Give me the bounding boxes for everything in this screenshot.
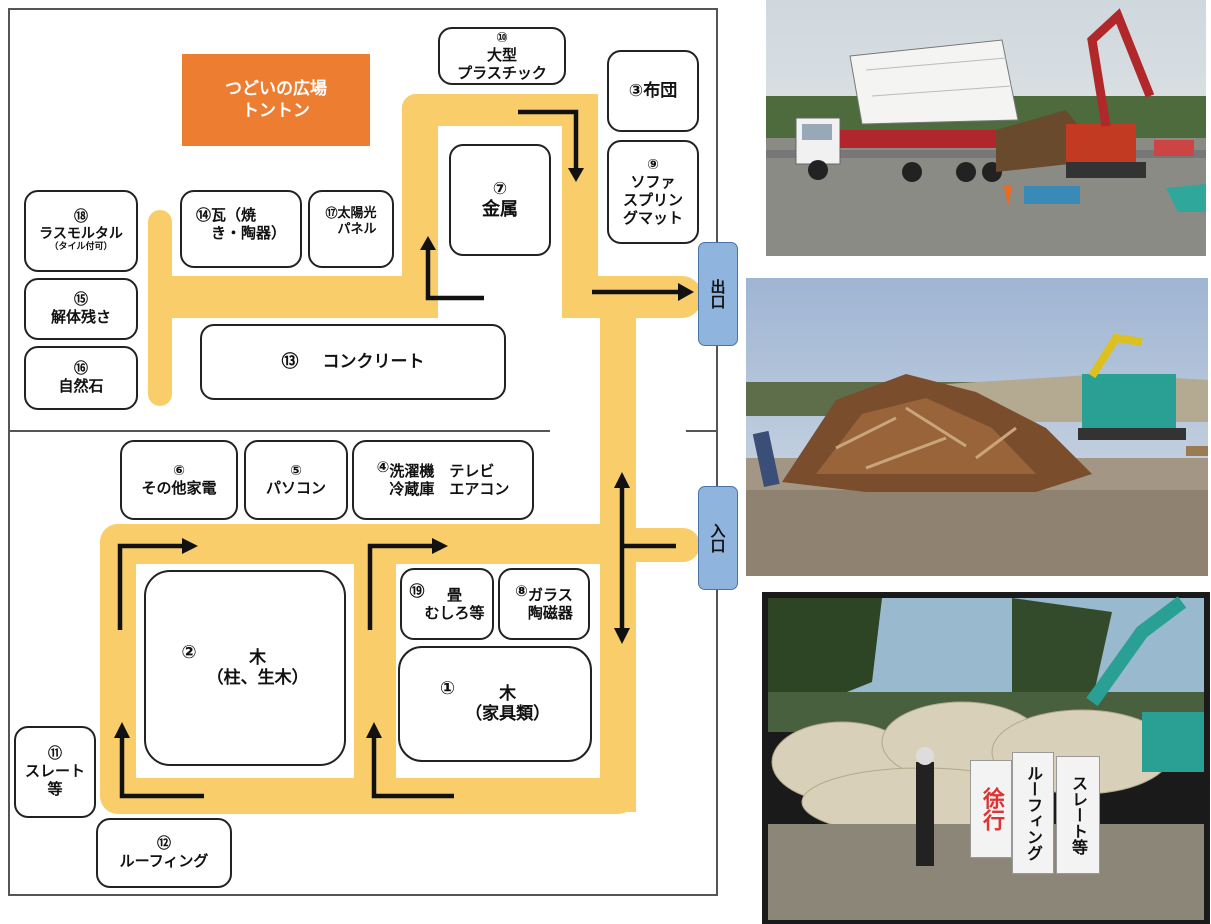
section-divider-right <box>686 430 718 432</box>
area-number: ① <box>439 678 456 699</box>
area-number: ⑦ <box>492 179 508 199</box>
area-number: ⑬ <box>281 351 299 372</box>
area-label: 瓦（焼 き・陶器） <box>211 206 287 242</box>
area-label: 木 （家具類） <box>465 683 551 724</box>
area-futon: ③ 布団 <box>607 50 699 132</box>
area-number: ⑲ <box>409 582 425 600</box>
plaza-name: つどいの広場 <box>225 78 327 99</box>
area-label: 金属 <box>482 199 518 221</box>
area-number: ⑯ <box>74 360 88 377</box>
sign-roofing-text: ルーフィング <box>1024 765 1043 861</box>
entrance-gate: 入口 <box>698 486 738 590</box>
exit-gate: 出口 <box>698 242 738 346</box>
sign-slow-text: 徐行 <box>979 787 1004 831</box>
area-solar-panel: ⑰ 太陽光 パネル <box>308 190 394 268</box>
area-home-appliances: ④ 洗濯機 テレビ 冷蔵庫 エアコン <box>352 440 534 520</box>
area-wood-furniture: ① 木 （家具類） <box>398 646 592 762</box>
area-number: ④ <box>376 458 390 476</box>
road-loop-left <box>402 94 438 318</box>
area-sofa-spring-mattress: ⑨ ソファ スプリン グマット <box>607 140 699 244</box>
area-label: パソコン <box>265 479 326 498</box>
area-label: ルーフィング <box>119 852 209 871</box>
road-lower-middle <box>354 524 396 812</box>
area-label: 洗濯機 テレビ 冷蔵庫 エアコン <box>389 462 510 498</box>
area-label: 太陽光 パネル <box>337 206 377 237</box>
area-label: コンクリート <box>322 351 425 372</box>
area-demolition-residue: ⑮ 解体残さ <box>24 278 138 340</box>
area-note: （タイル付可） <box>49 242 113 253</box>
area-other-appliances: ⑥ その他家電 <box>120 440 238 520</box>
area-number: ⑱ <box>74 208 88 225</box>
area-label: 布団 <box>643 80 678 101</box>
area-natural-stone: ⑯ 自然石 <box>24 346 138 410</box>
area-metal: ⑦ 金属 <box>449 144 551 256</box>
area-label: 解体残さ <box>50 308 111 327</box>
area-label: スレート 等 <box>24 762 85 799</box>
area-glass-ceramics: ⑧ ガラス 陶磁器 <box>498 568 590 640</box>
area-lath-mortar: ⑱ ラスモルタル （タイル付可） <box>24 190 138 272</box>
area-number: ⑨ <box>647 156 659 173</box>
photo-slate-roofing-area: 徐行 ルーフィング スレート等 <box>762 592 1210 924</box>
photo-dump-truck <box>766 0 1206 256</box>
entrance-label: 入口 <box>708 523 727 553</box>
sign-slate-text: スレート等 <box>1069 775 1088 855</box>
area-number: ⑧ <box>515 582 528 600</box>
area-personal-computer: ⑤ パソコン <box>244 440 348 520</box>
area-roofing: ⑫ ルーフィング <box>96 818 232 888</box>
area-number: ⑥ <box>173 462 185 479</box>
area-label: 大型 プラスチック <box>457 46 547 83</box>
plaza-block: つどいの広場 トントン <box>182 54 370 146</box>
area-number: ⑭ <box>195 206 211 224</box>
exit-label: 出口 <box>708 279 727 309</box>
area-roof-tiles: ⑭ 瓦（焼 き・陶器） <box>180 190 302 268</box>
area-number: ⑩ <box>496 29 508 46</box>
photo-wood-debris-pile <box>746 278 1208 576</box>
area-label: 木 （柱、生木） <box>206 647 309 688</box>
road-upper-west <box>148 276 408 318</box>
area-slate: ⑪ スレート 等 <box>14 726 96 818</box>
area-wood-pillars: ② 木 （柱、生木） <box>144 570 346 766</box>
area-large-plastic: ⑩ 大型 プラスチック <box>438 27 566 85</box>
area-number: ⑤ <box>290 462 302 479</box>
area-number: ③ <box>628 80 644 101</box>
sign-roofing: ルーフィング <box>1012 752 1054 874</box>
area-label: ガラス 陶磁器 <box>527 586 573 622</box>
area-tatami: ⑲ 畳 むしろ等 <box>400 568 494 640</box>
plaza-subname: トントン <box>242 101 310 121</box>
area-number: ⑫ <box>157 835 171 852</box>
area-label: 畳 むしろ等 <box>424 586 485 622</box>
area-number: ⑮ <box>74 291 88 308</box>
sign-slate: スレート等 <box>1056 756 1100 874</box>
section-divider-left <box>8 430 550 432</box>
area-number: ⑰ <box>325 206 338 220</box>
area-label: その他家電 <box>141 479 217 498</box>
road-lower-left <box>100 524 136 812</box>
area-concrete: ⑬ コンクリート <box>200 324 506 400</box>
area-label: ラスモルタル <box>39 225 123 242</box>
area-number: ⑪ <box>48 745 62 762</box>
area-number: ② <box>181 642 197 663</box>
sign-slow: 徐行 <box>970 760 1012 858</box>
area-label: ソファ スプリン グマット <box>622 173 683 228</box>
area-label: 自然石 <box>58 377 104 396</box>
